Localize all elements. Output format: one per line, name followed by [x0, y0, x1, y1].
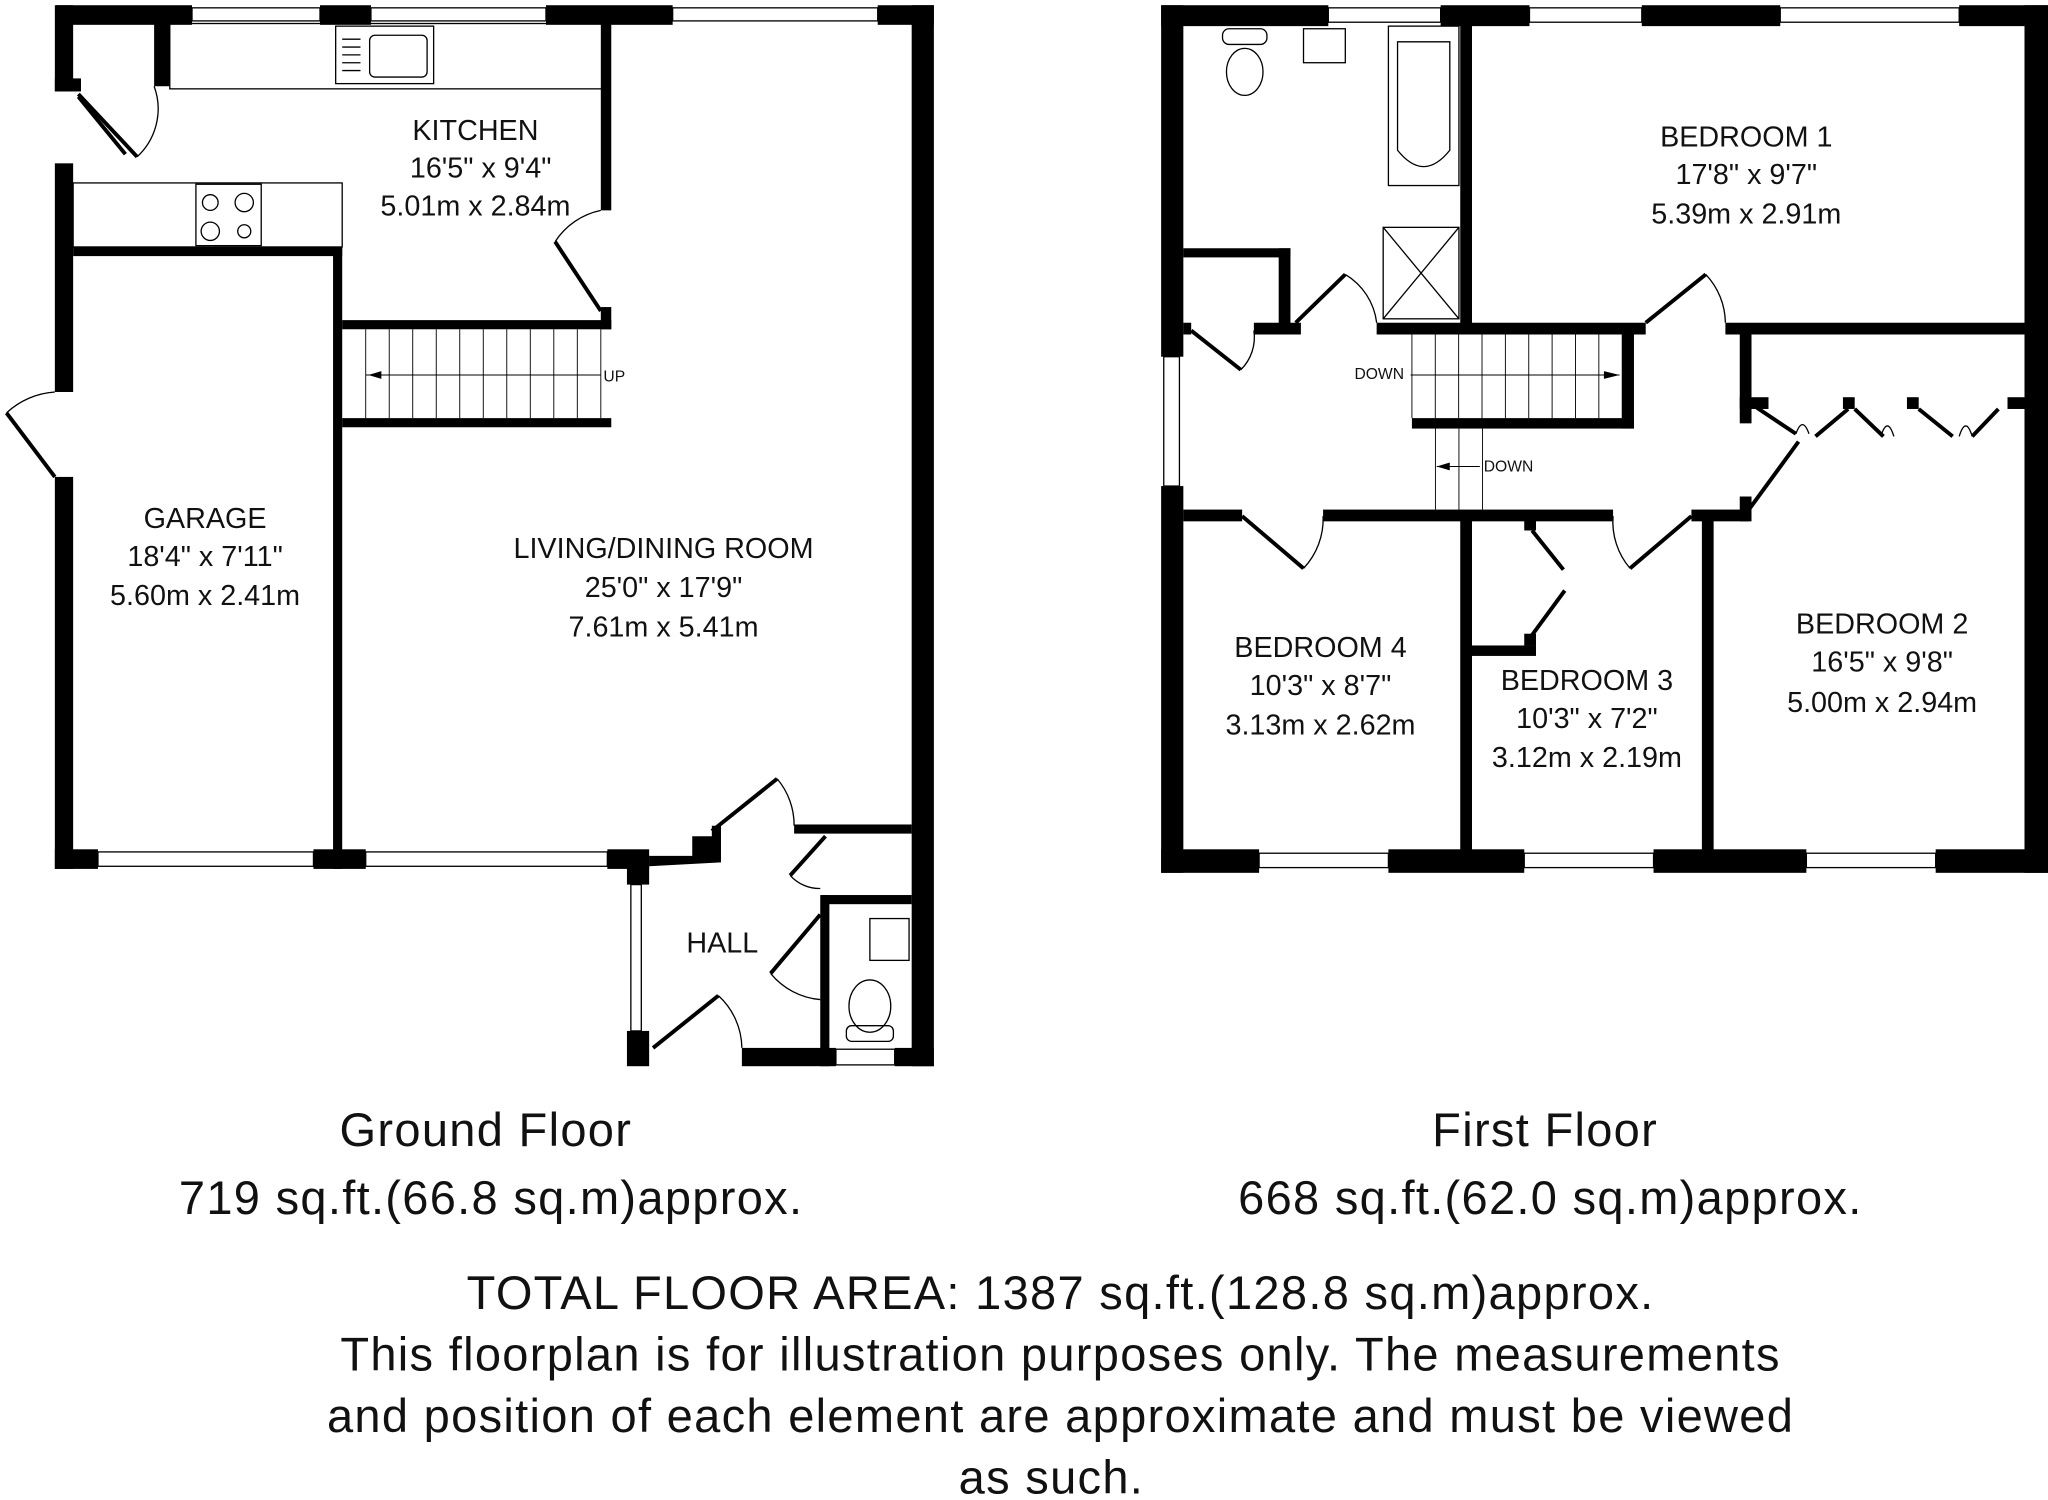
window	[370, 7, 547, 22]
worktop	[72, 182, 343, 248]
living-door	[710, 777, 779, 833]
bedroom1-door	[1644, 272, 1708, 325]
living-imperial: 25'0" x 17'9"	[585, 572, 743, 604]
bedroom2-imperial: 16'5" x 9'8"	[1811, 647, 1953, 679]
hob	[195, 183, 262, 247]
disclaimer-line: as such.	[959, 1450, 1145, 1500]
sink	[335, 25, 435, 85]
cupboard-door	[788, 834, 827, 877]
hall-label: HALL	[686, 928, 758, 960]
bath	[1387, 25, 1460, 187]
first-floor-plan: DOWN DOWN BEDROOM 1 17'8" x 9'7" 5.39m x…	[1161, 5, 2048, 873]
window	[1258, 852, 1390, 869]
cupboard-door	[1189, 329, 1243, 372]
total-floor-area: TOTAL FLOOR AREA: 1387 sq.ft.(128.8 sq.m…	[467, 1266, 1655, 1319]
kitchen-metric: 5.01m x 2.84m	[380, 191, 570, 223]
kitchen-door	[553, 240, 603, 313]
patio-door	[672, 7, 879, 22]
ground-floor-title: Ground Floor	[340, 1103, 633, 1156]
bathroom-door	[1294, 272, 1347, 325]
toilet	[848, 979, 892, 1033]
toilet	[1225, 47, 1264, 97]
bedroom2-door	[1747, 440, 1801, 511]
bedroom1-imperial: 17'8" x 9'7"	[1675, 159, 1817, 191]
window	[191, 7, 321, 22]
bedroom3-imperial: 10'3" x 7'2"	[1516, 703, 1658, 735]
bedroom3-label: BEDROOM 3	[1501, 665, 1673, 697]
bedroom4-door	[1240, 514, 1305, 570]
ground-floor-area: 719 sq.ft.(66.8 sq.m)approx.	[179, 1171, 803, 1224]
garage-imperial: 18'4" x 7'11"	[127, 541, 282, 573]
bedroom2-metric: 5.00m x 2.94m	[1787, 687, 1977, 719]
stairs-up-label: UP	[603, 369, 625, 386]
disclaimer-line: and position of each element are approxi…	[327, 1389, 1794, 1442]
window	[1327, 7, 1442, 23]
garage-metric: 5.60m x 2.41m	[110, 580, 300, 612]
kitchen-imperial: 16'5" x 9'4"	[410, 153, 552, 185]
stairs-down-label: DOWN	[1354, 366, 1404, 383]
garage-side-door	[4, 411, 57, 479]
bedroom1-label: BEDROOM 1	[1660, 121, 1832, 153]
basin	[1302, 28, 1346, 64]
bedroom4-metric: 3.13m x 2.62m	[1225, 709, 1415, 741]
window	[630, 883, 642, 1032]
wc-door	[769, 913, 822, 975]
back-door	[76, 95, 127, 156]
worktop	[169, 22, 605, 90]
bedroom4-label: BEDROOM 4	[1234, 632, 1406, 664]
first-floor-title: First Floor	[1432, 1103, 1658, 1156]
kitchen-label: KITCHEN	[412, 115, 538, 147]
bedroom3-door	[1628, 514, 1693, 570]
window	[1805, 852, 1937, 869]
window	[1779, 7, 1960, 23]
bedroom2-label: BEDROOM 2	[1796, 609, 1968, 641]
window	[1523, 852, 1655, 869]
garage-door	[97, 851, 315, 867]
front-door	[651, 994, 720, 1050]
garage-label: GARAGE	[144, 503, 267, 535]
shower	[1382, 226, 1460, 320]
wardrobe-doors	[1755, 406, 2000, 438]
window	[365, 851, 608, 867]
disclaimer-line: This floorplan is for illustration purpo…	[340, 1328, 1780, 1381]
first-floor-area: 668 sq.ft.(62.0 sq.m)approx.	[1238, 1171, 1862, 1224]
bedroom3-metric: 3.12m x 2.19m	[1492, 742, 1682, 774]
stairs-down-label-lower: DOWN	[1484, 459, 1534, 476]
living-label: LIVING/DINING ROOM	[513, 533, 813, 565]
bedroom4-imperial: 10'3" x 8'7"	[1250, 670, 1392, 702]
bedroom1-metric: 5.39m x 2.91m	[1651, 198, 1841, 230]
window	[1528, 7, 1643, 23]
living-metric: 7.61m x 5.41m	[568, 611, 758, 643]
basin	[869, 917, 910, 962]
window	[1163, 356, 1181, 487]
bedroom3-cupboard-doors	[1530, 529, 1567, 637]
ground-floor-plan: UP KITCHEN 16'5" x 9'4" 5.01m x 2.84m GA…	[4, 5, 934, 1067]
